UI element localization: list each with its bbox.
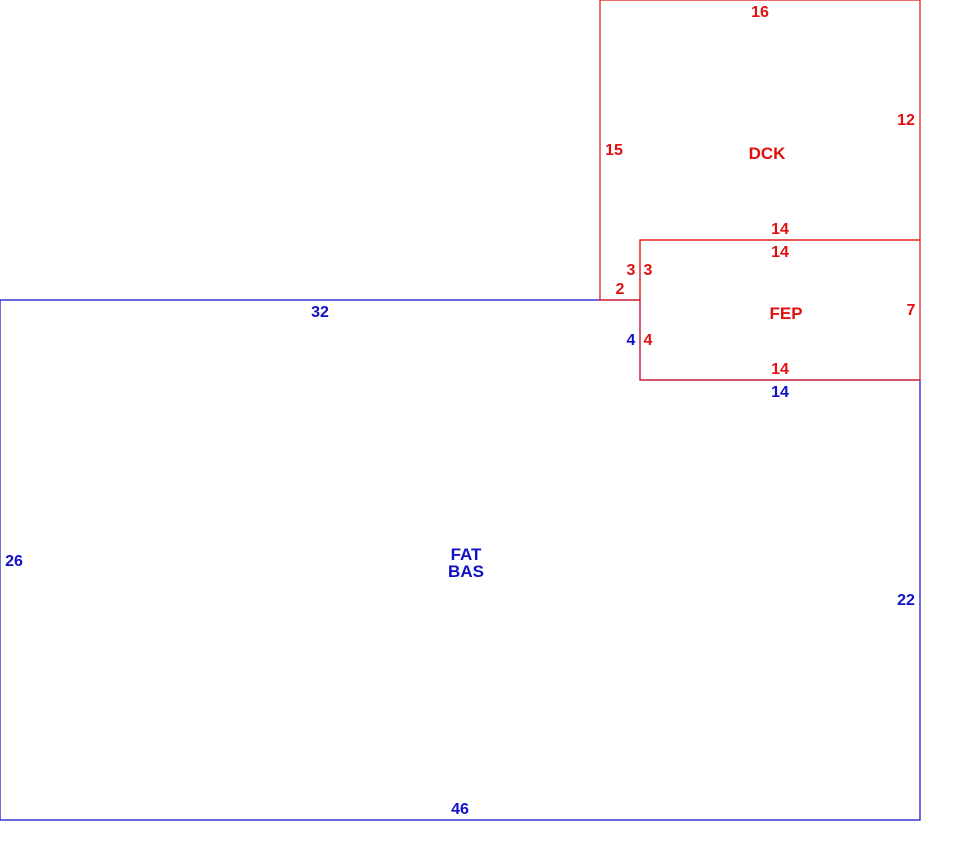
dck-bottom-dim: 14 xyxy=(771,221,789,238)
fep-bottom-dim: 14 xyxy=(771,361,789,378)
fep-area-label: FEP xyxy=(769,304,802,323)
bas-notch-horizontal-dim: 14 xyxy=(771,384,789,401)
bas-right-dim: 22 xyxy=(897,592,915,609)
fep-left-lower-dim: 4 xyxy=(644,332,653,349)
fep-left-upper-dim: 3 xyxy=(644,262,653,279)
dck-left-dim: 15 xyxy=(605,142,623,159)
bas-top-dim: 32 xyxy=(311,304,329,321)
dck-top-dim: 16 xyxy=(751,4,769,21)
dck-area-label: DCK xyxy=(749,144,787,163)
bas-notch-vertical-dim: 4 xyxy=(627,332,636,349)
dck-step-horizontal-dim: 2 xyxy=(616,281,625,298)
bas-bottom-dim: 46 xyxy=(451,801,469,818)
dck-step-vertical-dim: 3 xyxy=(627,262,636,279)
fat-bas-area-label-line2: BAS xyxy=(448,562,484,581)
fep-outline xyxy=(639,239,921,381)
dck-right-dim: 12 xyxy=(897,112,915,129)
fep-right-dim: 7 xyxy=(907,302,916,319)
fep-top-dim: 14 xyxy=(771,244,789,261)
fat-bas-area-label-line1: FAT xyxy=(451,545,482,564)
bas-left-dim: 26 xyxy=(5,553,23,570)
